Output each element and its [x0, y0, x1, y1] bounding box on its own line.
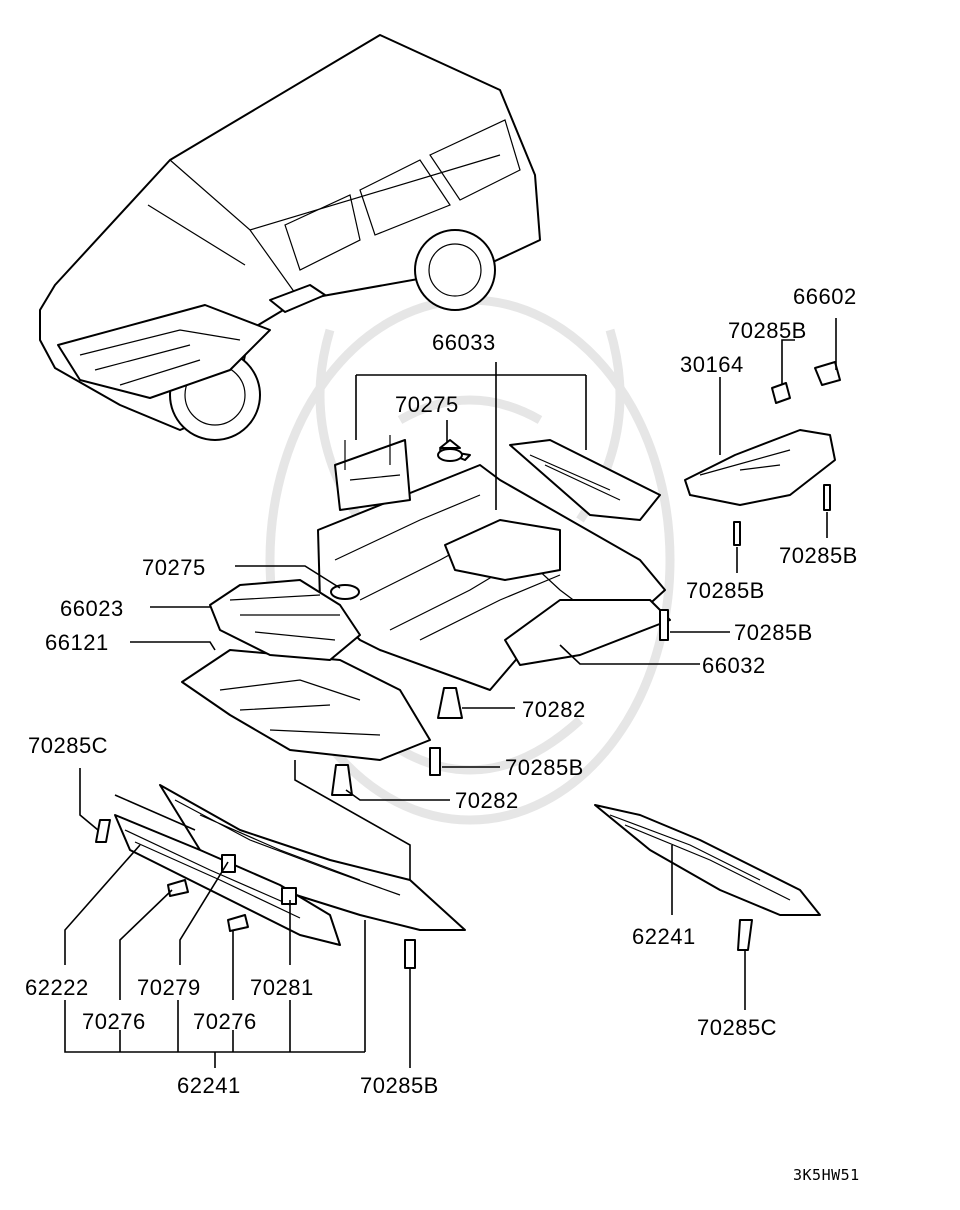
label-66023: 66023 — [60, 596, 124, 621]
front-guard — [114, 784, 466, 946]
fasteners — [95, 382, 831, 969]
label-70281: 70281 — [250, 975, 314, 1000]
bracket-30164 — [684, 361, 841, 506]
label-70275-left: 70275 — [142, 555, 206, 580]
label-70285b-mid: 70285B — [686, 578, 765, 603]
label-66602: 66602 — [793, 284, 857, 309]
label-70282-upper: 70282 — [522, 697, 586, 722]
label-70285c-right: 70285C — [697, 1015, 777, 1040]
label-62241-right: 62241 — [632, 924, 696, 949]
label-66121: 66121 — [45, 630, 109, 655]
label-70285c-left: 70285C — [28, 733, 108, 758]
label-62241-left: 62241 — [177, 1073, 241, 1098]
label-70285b-bottom: 70285B — [360, 1073, 439, 1098]
label-30164: 30164 — [680, 352, 744, 377]
label-70285b-lower: 70285B — [505, 755, 584, 780]
label-62222: 62222 — [25, 975, 89, 1000]
label-66033: 66033 — [432, 330, 496, 355]
label-70285b-center: 70285B — [734, 620, 813, 645]
label-70275-top: 70275 — [395, 392, 459, 417]
label-70276-left: 70276 — [82, 1009, 146, 1034]
label-70285b-top: 70285B — [728, 318, 807, 343]
drawing-code: 3K5HW51 — [793, 1166, 860, 1184]
label-70282-lower: 70282 — [455, 788, 519, 813]
label-66032: 66032 — [702, 653, 766, 678]
label-70285b-right: 70285B — [779, 543, 858, 568]
vehicle-outline — [39, 34, 541, 441]
floor-undercover — [181, 435, 671, 761]
label-70279: 70279 — [137, 975, 201, 1000]
side-guard — [594, 804, 821, 916]
label-70276-right: 70276 — [193, 1009, 257, 1034]
leader-lines — [64, 318, 837, 1068]
